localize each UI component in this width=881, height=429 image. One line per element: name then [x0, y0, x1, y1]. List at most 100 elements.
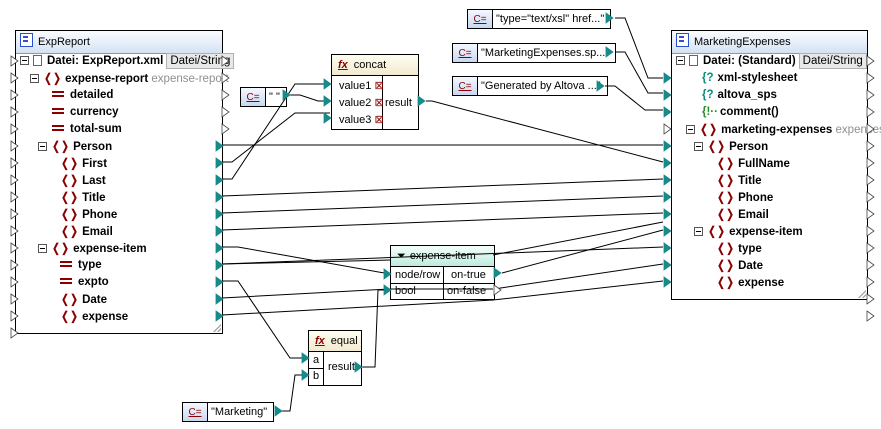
wire-expto-equal[interactable]: [222, 280, 302, 359]
concat-output-pin[interactable]: [417, 95, 426, 107]
wire-concat-fullname[interactable]: [426, 100, 664, 163]
wire-filter-ontrue[interactable]: [501, 229, 664, 274]
filter-output-on-true[interactable]: on-true: [451, 267, 486, 283]
target-input-pin[interactable]: [663, 208, 672, 220]
target-input-pin[interactable]: [663, 157, 672, 169]
target-pi-altova-sps: {?altova_sps: [702, 87, 777, 104]
remove-icon[interactable]: ⊠: [374, 80, 384, 92]
target-output-pin[interactable]: [866, 242, 875, 254]
source-output-pin[interactable]: [221, 123, 230, 135]
concat-input-pin[interactable]: [323, 95, 332, 107]
target-output-pin[interactable]: [866, 55, 875, 67]
concat-output-result[interactable]: result: [385, 95, 412, 111]
target-output-pin[interactable]: [866, 106, 875, 118]
wire-space-concat[interactable]: [290, 94, 330, 102]
target-input-pin[interactable]: [663, 72, 672, 84]
concat-input-value2[interactable]: value2 ⊠: [339, 95, 384, 111]
target-input-pin[interactable]: [663, 191, 672, 203]
filter-output-pin[interactable]: [493, 284, 502, 296]
target-output-pin[interactable]: [866, 293, 875, 305]
collapse-toggle[interactable]: [676, 56, 685, 65]
target-input-pin[interactable]: [663, 123, 672, 135]
wire-email[interactable]: [221, 212, 664, 231]
wire-first-concat[interactable]: [222, 112, 330, 163]
collapse-toggle[interactable]: [30, 74, 39, 83]
wire-comment[interactable]: [605, 85, 663, 111]
target-output-pin[interactable]: [866, 157, 875, 169]
constant-space[interactable]: C= " ": [240, 87, 287, 107]
source-title-row: ❬❭Title: [60, 189, 106, 206]
source-output-pin[interactable]: [221, 106, 230, 118]
target-schema-header[interactable]: MarketingExpenses: [672, 31, 867, 54]
target-output-pin[interactable]: [866, 72, 875, 84]
equal-input-a[interactable]: a: [313, 352, 319, 368]
source-file-button[interactable]: Datei/String: [166, 53, 235, 69]
wire-expitem-filter[interactable]: [222, 246, 391, 275]
target-input-pin[interactable]: [663, 106, 672, 118]
target-output-pin[interactable]: [866, 208, 875, 220]
collapse-toggle[interactable]: [694, 227, 703, 236]
target-output-pin[interactable]: [866, 225, 875, 237]
wire-marketing-equal[interactable]: [282, 374, 302, 412]
source-date-row: ❬❭Date: [60, 291, 107, 308]
target-output-pin[interactable]: [866, 89, 875, 101]
target-output-pin[interactable]: [866, 140, 875, 152]
filter-expense-item[interactable]: ⏷expense-item node/row bool on-true on-f…: [390, 245, 495, 300]
filter-output-on-false[interactable]: on-false: [447, 283, 486, 299]
wire-phone[interactable]: [221, 195, 664, 214]
concat-input-value3[interactable]: value3 ⊠: [339, 112, 384, 128]
constant-comment[interactable]: C= "Generated by Altova ...": [452, 76, 608, 96]
target-input-pin[interactable]: [663, 140, 672, 152]
target-output-pin[interactable]: [866, 259, 875, 271]
wire-stylesheet[interactable]: [615, 17, 663, 79]
equal-output-result[interactable]: result: [328, 359, 355, 375]
filter-input-bool[interactable]: bool: [395, 283, 416, 299]
collapse-toggle[interactable]: [694, 142, 703, 151]
resize-grip[interactable]: [213, 324, 221, 332]
wire-sps[interactable]: [615, 51, 663, 94]
target-input-pin[interactable]: [663, 89, 672, 101]
wire-type-line[interactable]: [221, 259, 391, 265]
remove-icon[interactable]: ⊠: [374, 97, 384, 109]
wire-equal-bool[interactable]: [362, 289, 390, 368]
target-output-pin[interactable]: [866, 310, 875, 322]
source-output-pin[interactable]: [221, 89, 230, 101]
target-input-pin[interactable]: [663, 225, 672, 237]
resize-grip[interactable]: [858, 290, 866, 298]
collapse-toggle[interactable]: [38, 142, 47, 151]
target-output-pin[interactable]: [866, 174, 875, 186]
collapse-toggle[interactable]: [38, 244, 47, 253]
filter-output-pin[interactable]: [493, 267, 502, 279]
target-input-pin[interactable]: [663, 276, 672, 288]
filter-header[interactable]: ⏷expense-item: [391, 246, 494, 267]
wire-filter-expitem[interactable]: [492, 221, 664, 256]
target-output-pin[interactable]: [866, 191, 875, 203]
wire-title[interactable]: [221, 178, 664, 197]
concat-input-pin[interactable]: [323, 78, 332, 90]
constant-output-pin[interactable]: [274, 405, 283, 417]
equal-input-b[interactable]: b: [313, 368, 319, 384]
target-input-pin[interactable]: [663, 259, 672, 271]
wire-filter-type[interactable]: [493, 263, 664, 290]
target-output-pin[interactable]: [866, 276, 875, 288]
collapse-toggle[interactable]: [686, 125, 695, 134]
target-input-pin[interactable]: [663, 242, 672, 254]
constant-marketing[interactable]: C= "Marketing": [182, 402, 275, 422]
source-schema-header[interactable]: ExpReport: [16, 31, 222, 54]
target-schema-marketingexpenses[interactable]: MarketingExpenses Datei: (Standard)Datei…: [671, 30, 881, 300]
collapse-toggle[interactable]: [20, 56, 29, 65]
target-input-pin[interactable]: [663, 174, 672, 186]
filter-input-node-row[interactable]: node/row: [395, 267, 440, 283]
concat-input-value1[interactable]: value1 ⊠: [339, 78, 384, 94]
constant-sps[interactable]: C= "MarketingExpenses.sp...": [452, 43, 617, 63]
constant-stylesheet[interactable]: C= "type="text/xsl" href...": [467, 9, 612, 29]
target-file-button[interactable]: Datei/String: [798, 53, 867, 69]
remove-icon[interactable]: ⊠: [374, 114, 384, 126]
concat-input-pin[interactable]: [323, 112, 332, 124]
element-icon: ❬❭: [716, 190, 735, 204]
